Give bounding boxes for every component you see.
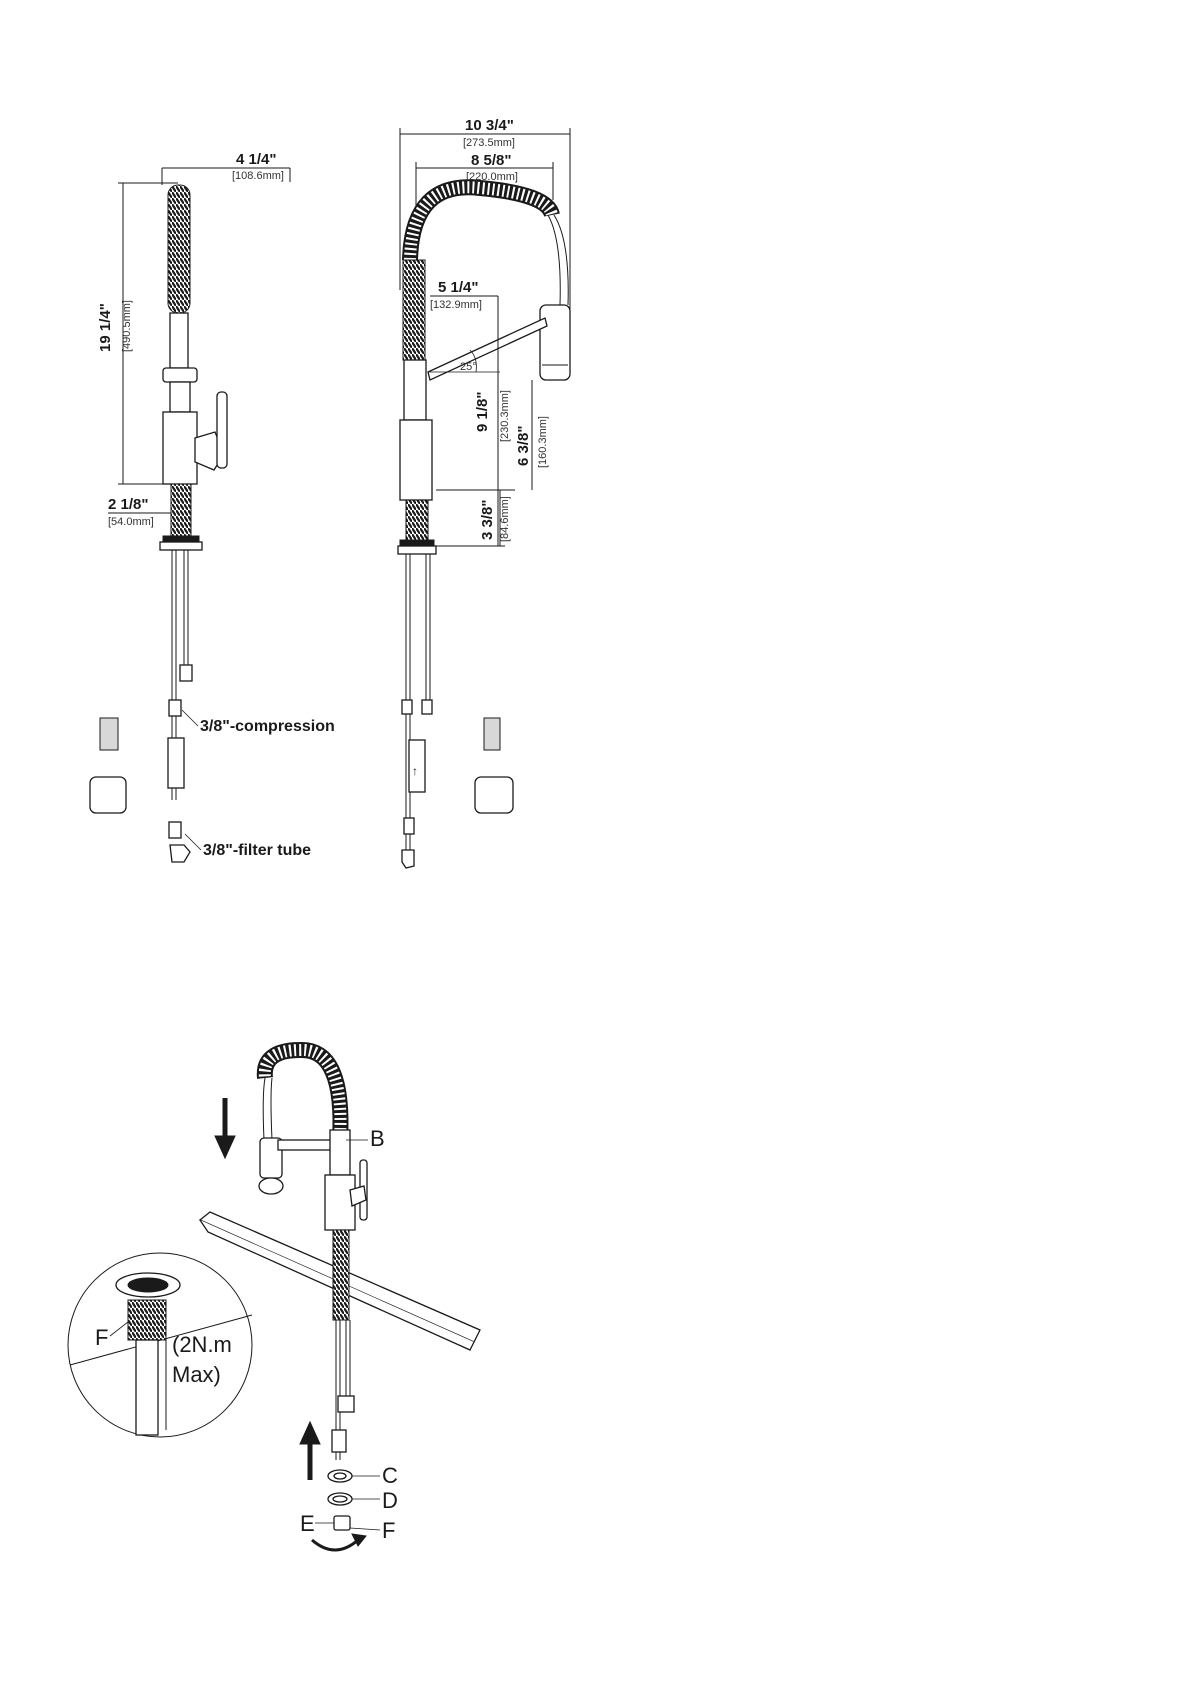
torque-label-line1: (2N.m: [172, 1332, 232, 1357]
overall-width-label: 10 3/4": [465, 117, 514, 134]
base-height-mm-label: [84.6mm]: [499, 496, 511, 542]
sleeve-part-icon-2: [475, 777, 513, 813]
angle-label: 25°: [460, 361, 477, 373]
filter-tube-label: 3/8"-filter tube: [203, 842, 311, 859]
reach-mm-label: [132.9mm]: [430, 299, 482, 311]
part-d-label: D: [382, 1488, 398, 1513]
front-width-mm-label: [108.6mm]: [232, 170, 284, 182]
callout-f-label: F: [95, 1325, 108, 1350]
side-view-diagram: 10 3/4" [273.5mm] 8 5/8" [220.0mm] 25° 5…: [398, 117, 570, 868]
adapter-part-icon: [484, 718, 500, 750]
torque-label-line2: Max): [172, 1362, 221, 1387]
installation-diagram: B C D E F: [68, 1050, 480, 1550]
front-height-label: 19 1/4": [97, 303, 114, 352]
arc-width-label: 8 5/8": [471, 152, 511, 169]
sprayer-height-mm-label: [160.3mm]: [537, 416, 549, 468]
overall-width-mm-label: [273.5mm]: [463, 137, 515, 149]
sprayer-height-label: 6 3/8": [515, 426, 532, 466]
nut-part-icon: [100, 718, 118, 750]
spout-height-label: 9 1/8": [474, 392, 491, 432]
spout-height-mm-label: [230.3mm]: [499, 390, 511, 442]
sleeve-part-icon: [90, 777, 126, 813]
base-height-label: 3 3/8": [479, 500, 496, 540]
part-f-label: F: [382, 1518, 395, 1543]
flow-arrow-icon: ↑: [412, 764, 418, 778]
front-base-mm-label: [54.0mm]: [108, 516, 154, 528]
reach-label: 5 1/4": [438, 279, 478, 296]
front-base-label: 2 1/8": [108, 496, 148, 513]
front-width-label: 4 1/4": [236, 151, 276, 168]
front-view-diagram: 4 1/4" [108.6mm] 19 1/4" [490.5mm] 3/8"-…: [90, 151, 335, 862]
part-c-label: C: [382, 1463, 398, 1488]
part-e-label: E: [300, 1511, 315, 1536]
compression-label: 3/8"-compression: [200, 718, 335, 735]
front-height-mm-label: [490.5mm]: [121, 300, 133, 352]
part-b-label: B: [370, 1126, 385, 1151]
